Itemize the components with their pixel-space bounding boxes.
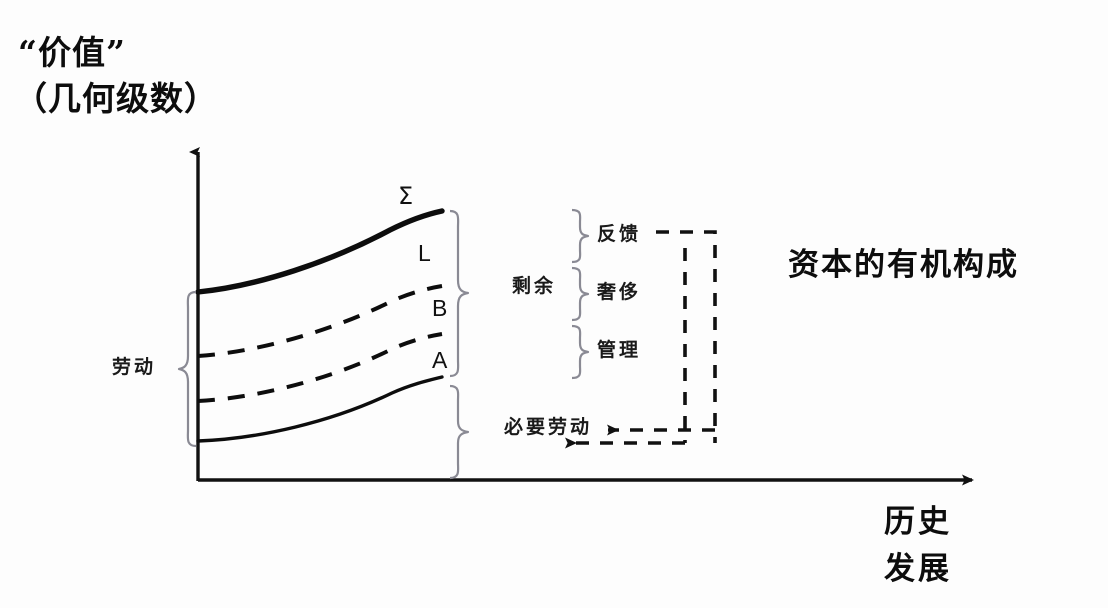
label-management: 管理 <box>597 339 642 361</box>
x-axis-label-line-2: 发展 <box>884 551 952 587</box>
curve-b <box>197 332 443 403</box>
curve-l <box>197 284 443 358</box>
brace-luxury <box>571 266 590 322</box>
label-labor: 劳动 <box>112 356 157 378</box>
label-surplus: 剩余 <box>512 275 557 297</box>
curve-label-b: B <box>432 295 448 321</box>
curve-label-sigma: Σ <box>398 182 414 210</box>
brace-necessary-labor <box>449 384 470 480</box>
curve-sigma <box>195 208 445 295</box>
heading-organic-composition: 资本的有机构成 <box>788 247 1019 283</box>
curve-a <box>196 375 444 443</box>
label-feedback: 反馈 <box>597 223 642 245</box>
x-axis-label-line-1: 历史 <box>884 504 952 540</box>
label-necessary-labor: 必要劳动 <box>504 416 593 438</box>
title-line-2: （几何级数） <box>14 79 218 118</box>
feedback-path-outer <box>656 230 717 443</box>
label-luxury: 奢侈 <box>597 281 642 303</box>
brace-management <box>571 324 590 380</box>
curve-label-a: A <box>432 347 448 373</box>
brace-feedback <box>571 208 590 264</box>
curve-label-l: L <box>418 240 431 266</box>
brace-labor <box>177 290 197 448</box>
title-line-1: “价值” <box>18 33 126 72</box>
brace-surplus <box>449 209 470 378</box>
